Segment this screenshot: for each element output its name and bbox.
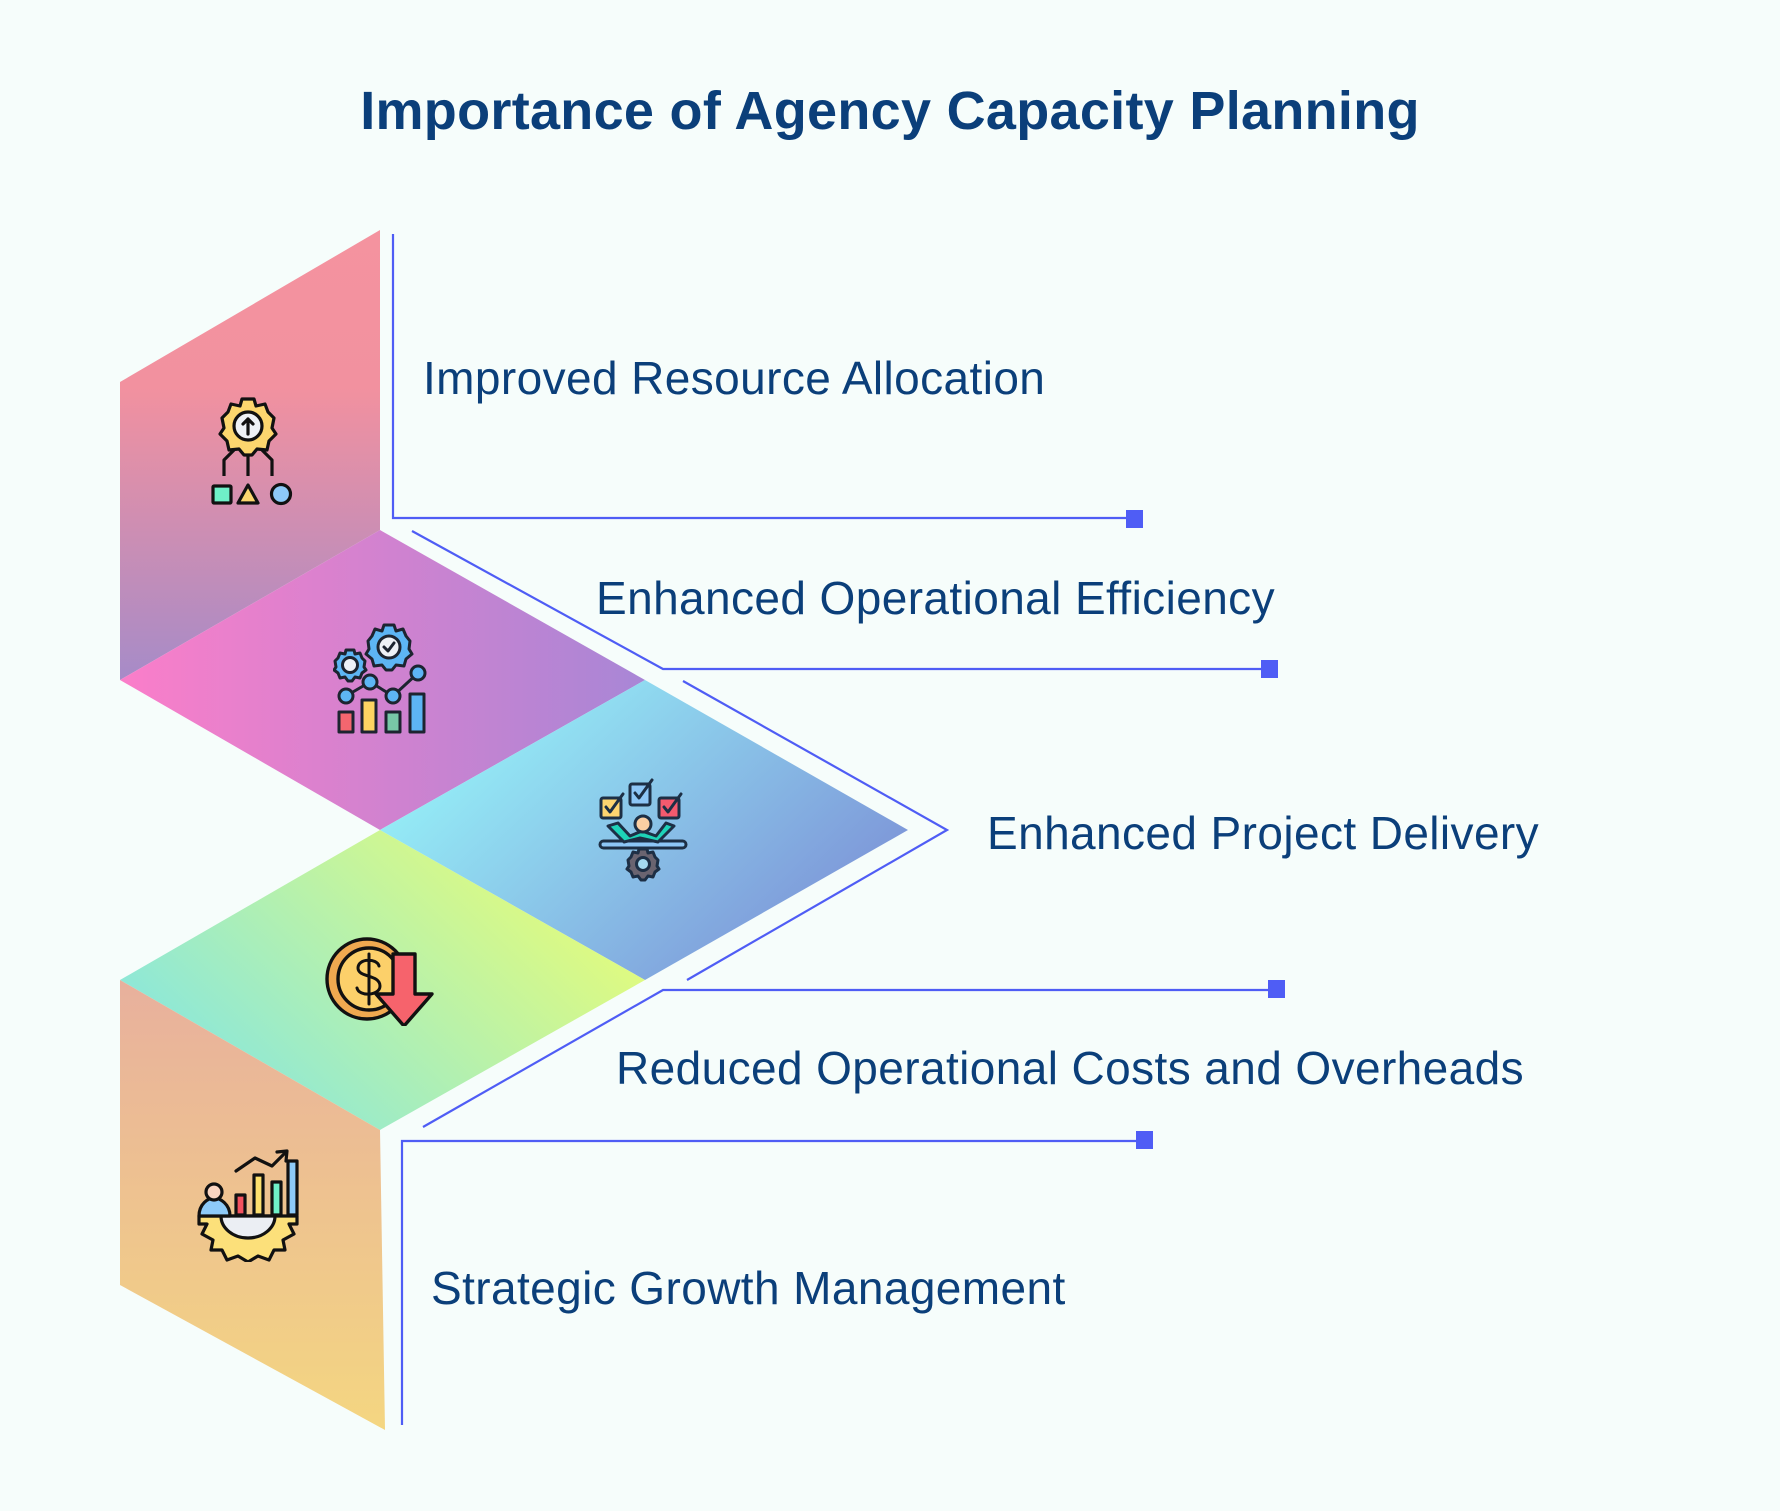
connector-lines (391, 234, 1277, 1425)
connector-4 (422, 988, 1277, 1128)
item-label-strategic-growth: Strategic Growth Management (431, 1262, 1066, 1314)
panel-operational-efficiency (120, 530, 645, 830)
connector-5 (400, 1139, 1143, 1425)
person-growth-gear-icon (197, 1149, 299, 1262)
connector-3 (682, 680, 950, 981)
endpoint-3 (1268, 980, 1285, 998)
connector-endpoints (1126, 510, 1285, 1149)
item-label-resource-allocation: Improved Resource Allocation (423, 352, 1046, 404)
endpoint-4 (1136, 1131, 1153, 1149)
item-label-reduced-costs: Reduced Operational Costs and Overheads (616, 1042, 1525, 1094)
item-label-project-delivery: Enhanced Project Delivery (987, 807, 1540, 859)
endpoint-1 (1126, 510, 1143, 528)
gear-chart-icon (333, 623, 427, 734)
endpoint-2 (1261, 660, 1278, 678)
gear-hierarchy-icon (211, 397, 293, 506)
connector-2 (411, 530, 1269, 671)
dollar-down-arrow-icon (325, 937, 434, 1026)
item-label-operational-efficiency: Enhanced Operational Efficiency (596, 572, 1275, 624)
person-tasks-gear-icon (598, 778, 688, 882)
page-title: Importance of Agency Capacity Planning (360, 81, 1420, 141)
connector-1 (391, 234, 1134, 520)
